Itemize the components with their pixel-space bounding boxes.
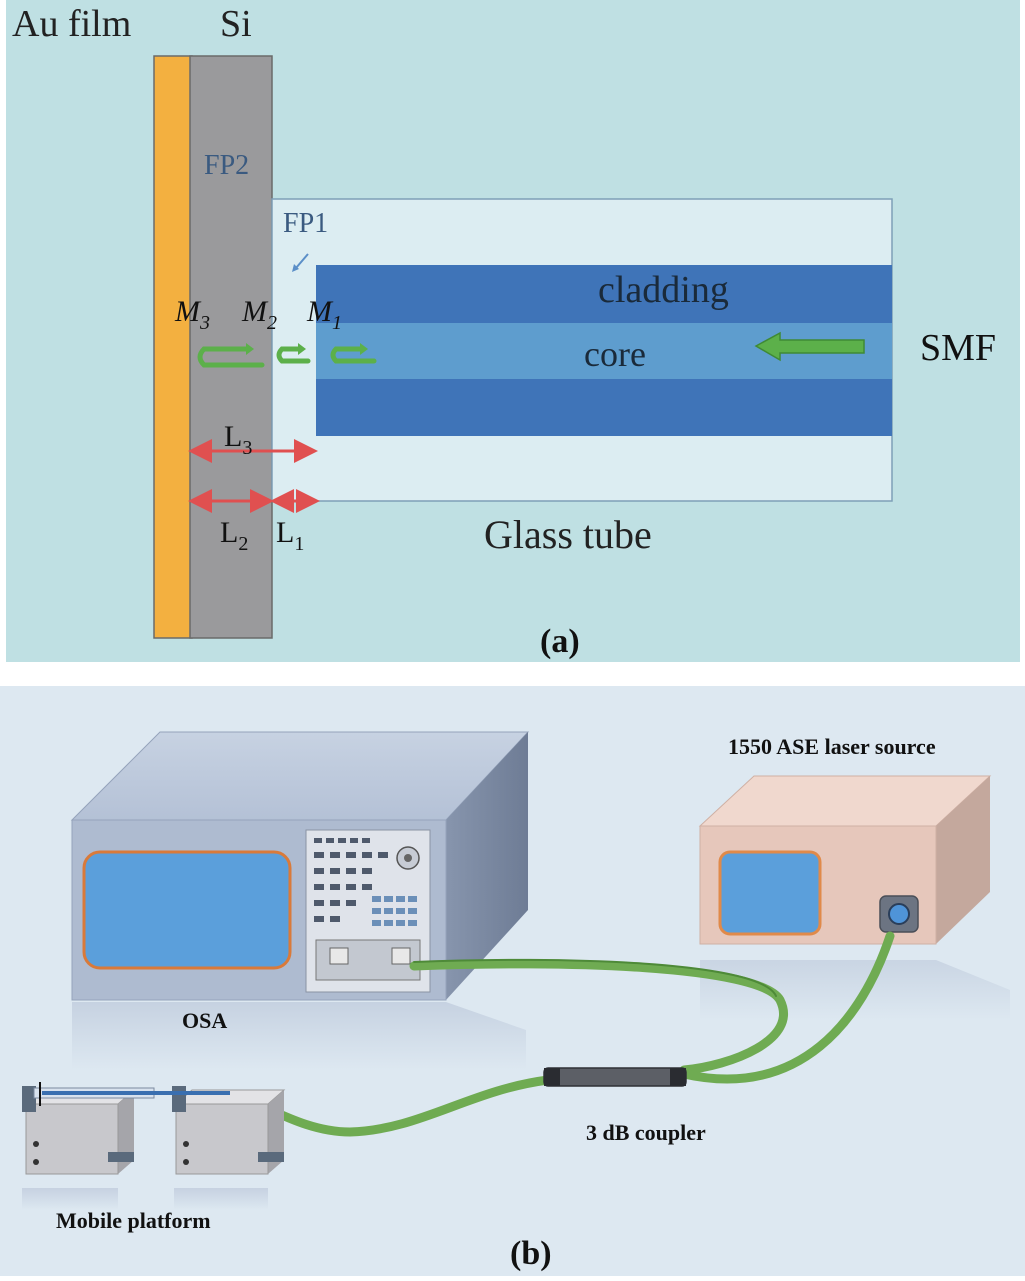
panel-a: Au film Si FP2 FP1 cladding core SMF Gla… [6, 0, 1020, 662]
coupler-end-right [670, 1068, 686, 1086]
panel-b: OSA 1550 ASE laser source 3 dB coupler [0, 686, 1025, 1276]
reflection-m1-arrow [330, 346, 377, 364]
laser-label: 1550 ASE laser source [728, 734, 936, 759]
fp1-pointer-head [292, 264, 299, 272]
reflection-m2-arrow [276, 346, 311, 364]
reflection-m1-arrowhead [360, 343, 368, 355]
au-film-label: Au film [12, 3, 131, 45]
reflection-m2-arrowhead [298, 343, 306, 355]
panel-a-caption: (a) [540, 623, 580, 660]
length-l1-label: L1 [276, 516, 304, 555]
length-l2-label: L2 [220, 516, 248, 555]
coupler-body [543, 1067, 687, 1087]
cladding-bottom [316, 379, 892, 436]
smf-label: SMF [920, 327, 996, 369]
fp2-label: FP2 [204, 150, 249, 181]
fp1-pointer [295, 253, 309, 269]
mirror-m1-label: M1 [306, 295, 342, 334]
length-l3-label: L3 [224, 420, 252, 459]
panel-b-caption: (b) [510, 1235, 552, 1272]
osa-side-face [446, 732, 528, 1000]
si-label: Si [220, 3, 252, 45]
cladding-label: cladding [598, 269, 729, 311]
laser-port-connector-icon [888, 903, 910, 925]
platform-label: Mobile platform [56, 1208, 211, 1233]
laser-side-face [936, 776, 990, 944]
reflection-m3-arrowhead [246, 343, 254, 355]
coupler-end-left [544, 1068, 560, 1086]
reflection-m3-arrow [197, 346, 265, 368]
mirror-m3-label: M3 [174, 295, 210, 334]
input-light-arrow [754, 331, 865, 362]
osa-reflection [72, 1002, 526, 1070]
cladding-top [316, 265, 892, 323]
core-label: core [584, 334, 646, 374]
osa-screen [82, 850, 292, 970]
coupler-label: 3 dB coupler [586, 1120, 706, 1145]
osa-label: OSA [182, 1008, 227, 1033]
osa-control-panel [305, 829, 431, 993]
fp1-label: FP1 [283, 208, 328, 239]
laser-screen [718, 850, 822, 936]
mobile-platform [22, 1082, 286, 1210]
fiber-osa-to-coupler [409, 959, 788, 1075]
fiber-laser-to-coupler [679, 931, 895, 1084]
glass-tube-label: Glass tube [484, 512, 652, 557]
au-film-layer [153, 55, 193, 639]
mirror-m2-label: M2 [241, 295, 277, 334]
